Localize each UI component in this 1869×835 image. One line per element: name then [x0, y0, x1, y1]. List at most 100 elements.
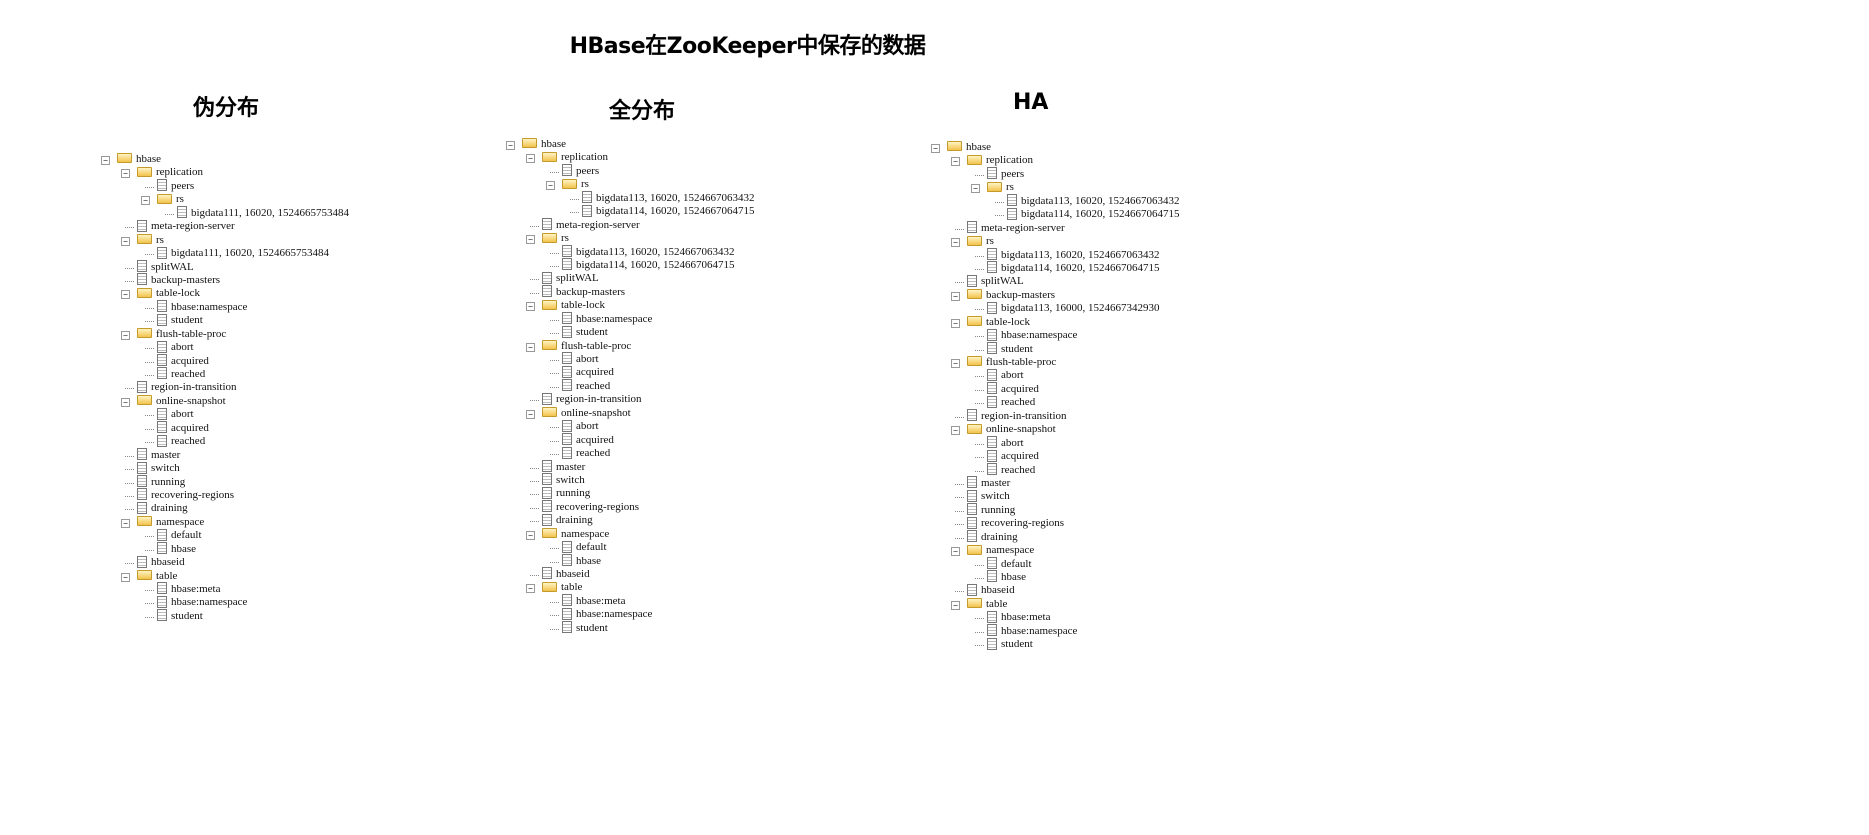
tree-node[interactable]: acquired [522, 365, 754, 379]
tree-node[interactable]: −table-lock [947, 316, 1179, 329]
tree-node[interactable]: student [117, 609, 349, 623]
tree-node[interactable]: student [522, 325, 754, 339]
collapse-toggle-icon[interactable]: − [121, 518, 130, 528]
tree-node[interactable]: −replication [117, 166, 349, 179]
tree-node[interactable]: −replication [947, 154, 1179, 167]
collapse-toggle-icon[interactable]: − [951, 291, 960, 301]
tree-node[interactable]: abort [117, 340, 349, 354]
collapse-toggle-icon[interactable]: − [121, 397, 130, 407]
tree-node[interactable]: hbase [522, 554, 754, 568]
tree-node[interactable]: −flush-table-proc [117, 328, 349, 341]
tree-node[interactable]: peers [522, 164, 754, 178]
tree-node[interactable]: splitWAL [117, 259, 349, 274]
tree-node[interactable]: meta-region-server [117, 219, 349, 233]
tree-node[interactable]: −online-snapshot [522, 407, 754, 420]
collapse-toggle-icon[interactable]: − [101, 156, 110, 165]
collapse-toggle-icon[interactable]: − [526, 235, 535, 245]
tree-node[interactable]: −table [522, 581, 754, 594]
tree-node[interactable]: hbase [117, 542, 349, 556]
tree-node[interactable]: draining [947, 530, 1179, 544]
tree-node[interactable]: −online-snapshot [117, 395, 349, 408]
collapse-toggle-icon[interactable]: − [121, 330, 130, 340]
tree-node[interactable]: abort [947, 436, 1179, 450]
tree-node[interactable]: reached [117, 434, 349, 448]
tree-node[interactable]: draining [522, 513, 754, 527]
tree-node[interactable]: hbase [947, 570, 1179, 584]
tree-node[interactable]: −rs [522, 232, 754, 245]
tree-node[interactable]: draining [117, 501, 349, 515]
tree-node[interactable]: hbase:namespace [117, 300, 349, 314]
tree-node[interactable]: bigdata113, 16020, 1524667063432 [522, 244, 754, 259]
tree-node[interactable]: reached [522, 446, 754, 460]
collapse-toggle-icon[interactable]: − [951, 359, 960, 368]
collapse-toggle-icon[interactable]: − [546, 181, 555, 191]
collapse-toggle-icon[interactable]: − [121, 572, 130, 582]
tree-node[interactable]: reached [947, 395, 1179, 409]
tree-node[interactable]: meta-region-server [522, 218, 754, 232]
tree-node[interactable]: hbaseid [117, 555, 349, 569]
tree-node[interactable]: −hbase [506, 138, 754, 151]
tree-node[interactable]: running [947, 503, 1179, 517]
tree-node[interactable]: −namespace [117, 516, 349, 529]
tree-node[interactable]: hbase:namespace [117, 595, 349, 609]
collapse-toggle-icon[interactable]: − [121, 290, 130, 300]
tree-node[interactable]: −rs [117, 234, 349, 247]
tree-node[interactable]: bigdata111, 16020, 1524665753484 [117, 206, 349, 220]
collapse-toggle-icon[interactable]: − [971, 184, 980, 194]
tree-node[interactable]: running [522, 486, 754, 500]
tree-node[interactable]: −table-lock [522, 299, 754, 312]
tree-node[interactable]: −online-snapshot [947, 423, 1179, 436]
tree-node[interactable]: reached [522, 379, 754, 393]
tree-node[interactable]: acquired [947, 449, 1179, 463]
tree-node[interactable]: reached [947, 462, 1179, 477]
tree-node[interactable]: hbaseid [947, 583, 1179, 597]
tree-node[interactable]: region-in-transition [117, 380, 349, 394]
collapse-toggle-icon[interactable]: − [526, 409, 535, 419]
tree-node[interactable]: −flush-table-proc [522, 340, 754, 353]
collapse-toggle-icon[interactable]: − [526, 154, 535, 164]
tree-node[interactable]: region-in-transition [522, 392, 754, 406]
collapse-toggle-icon[interactable]: − [121, 236, 130, 246]
tree-node[interactable]: peers [947, 167, 1179, 181]
tree-node[interactable]: student [522, 621, 754, 635]
tree-node[interactable]: default [522, 540, 754, 554]
tree-node[interactable]: bigdata113, 16020, 1524667063432 [947, 194, 1179, 208]
tree-node[interactable]: −rs [522, 178, 754, 191]
tree-node[interactable]: hbase:namespace [522, 607, 754, 621]
collapse-toggle-icon[interactable]: − [526, 584, 535, 594]
collapse-toggle-icon[interactable]: − [951, 547, 960, 557]
tree-node[interactable]: bigdata111, 16020, 1524665753484 [117, 246, 349, 260]
collapse-toggle-icon[interactable]: − [141, 196, 150, 206]
collapse-toggle-icon[interactable]: − [951, 157, 960, 167]
tree-node[interactable]: bigdata113, 16000, 1524667342930 [947, 301, 1179, 315]
collapse-toggle-icon[interactable]: − [506, 141, 515, 150]
tree-node[interactable]: bigdata113, 16020, 1524667063432 [522, 191, 754, 205]
tree-node[interactable]: −namespace [522, 528, 754, 541]
tree-node[interactable]: peers [117, 179, 349, 193]
tree-node[interactable]: acquired [117, 421, 349, 435]
tree-node[interactable]: bigdata114, 16020, 1524667064715 [947, 261, 1179, 275]
tree-node[interactable]: −hbase [931, 141, 1179, 154]
tree-node[interactable]: region-in-transition [947, 409, 1179, 423]
tree-node[interactable]: hbase:namespace [947, 624, 1179, 638]
tree-node[interactable]: student [947, 637, 1179, 651]
tree-node[interactable]: acquired [117, 354, 349, 368]
tree-node[interactable]: backup-masters [522, 285, 754, 299]
tree-node[interactable]: −table-lock [117, 287, 349, 300]
tree-node[interactable]: recovering-regions [522, 500, 754, 514]
tree-node[interactable]: default [117, 528, 349, 542]
tree-node[interactable]: switch [947, 489, 1179, 503]
tree-node[interactable]: recovering-regions [947, 516, 1179, 530]
tree-node[interactable]: bigdata114, 16020, 1524667064715 [522, 204, 754, 218]
tree-node[interactable]: hbase:namespace [522, 312, 754, 326]
tree-node[interactable]: hbase:meta [522, 594, 754, 608]
collapse-toggle-icon[interactable]: − [526, 342, 535, 352]
tree-node[interactable]: bigdata114, 16020, 1524667064715 [947, 207, 1179, 221]
tree-node[interactable]: default [947, 557, 1179, 571]
tree-node[interactable]: switch [117, 461, 349, 475]
tree-node[interactable]: hbase:meta [117, 582, 349, 596]
collapse-toggle-icon[interactable]: − [526, 302, 535, 312]
tree-node[interactable]: meta-region-server [947, 221, 1179, 235]
tree-node[interactable]: −replication [522, 151, 754, 164]
tree-node[interactable]: acquired [522, 433, 754, 447]
